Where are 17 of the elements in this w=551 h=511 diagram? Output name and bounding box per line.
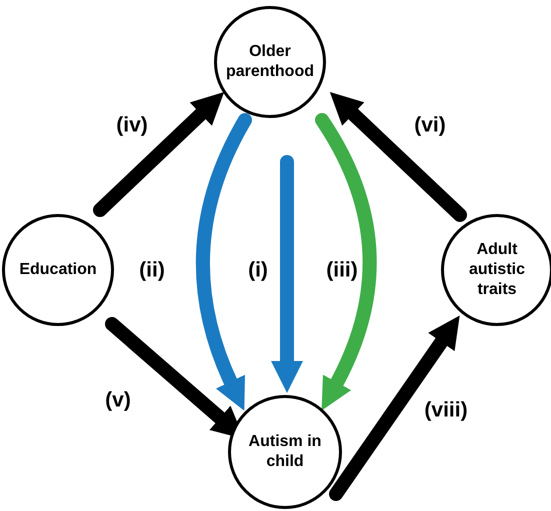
edge-label: (i) bbox=[246, 260, 270, 280]
arrow bbox=[270, 155, 304, 393]
arrow bbox=[329, 316, 460, 501]
edge-label: (iv) bbox=[114, 114, 150, 136]
edge-label: (ii) bbox=[137, 260, 167, 280]
node-label: Autism in child bbox=[248, 432, 322, 472]
edge-label: (viii) bbox=[422, 400, 470, 420]
arrow bbox=[93, 92, 224, 217]
arrow bbox=[330, 92, 467, 222]
arrow bbox=[315, 113, 376, 412]
edge-label: (v) bbox=[103, 390, 133, 410]
edge-label: (iii) bbox=[324, 260, 360, 280]
edge-label: (vi) bbox=[412, 114, 448, 136]
node-label: Adult autistic traits bbox=[468, 240, 526, 300]
node-label: Education bbox=[19, 260, 97, 280]
node-label: Older parenthood bbox=[226, 42, 314, 82]
arrow bbox=[196, 113, 252, 412]
